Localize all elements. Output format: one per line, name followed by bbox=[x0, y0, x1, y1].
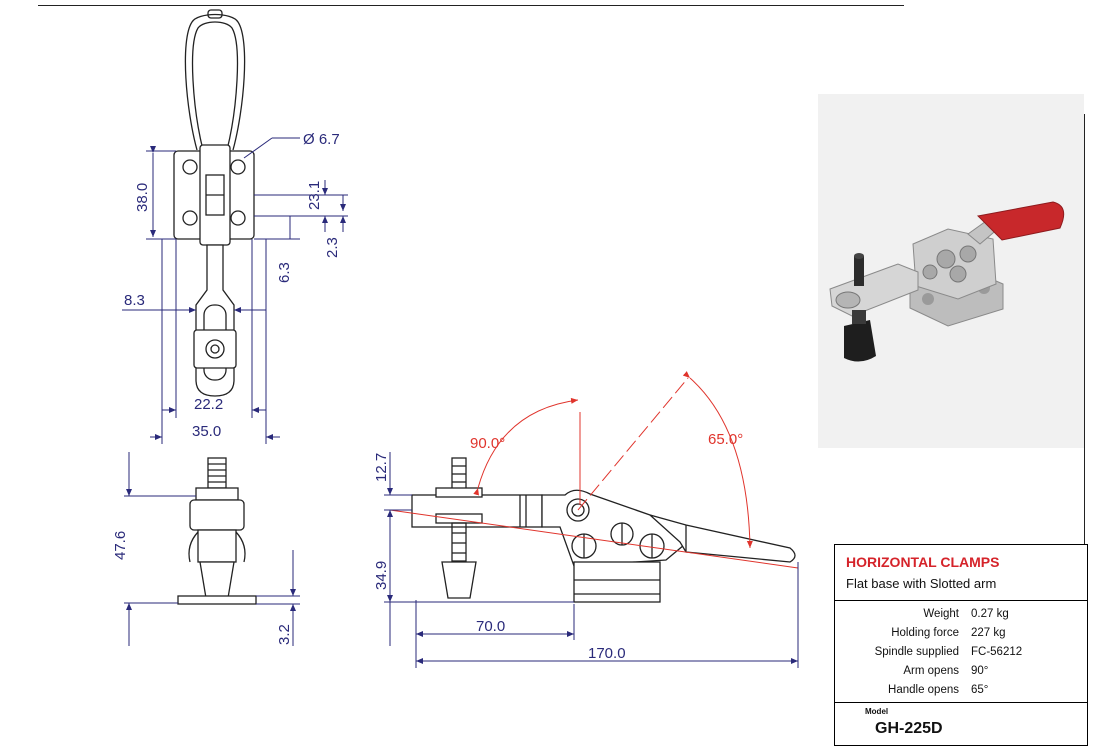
angle-handle: 65.0° bbox=[708, 431, 743, 448]
spec-value: 90° bbox=[971, 665, 989, 677]
side-view: 90.0° 65.0° 12.7 34.9 70.0 170.0 bbox=[373, 371, 799, 668]
spec-label: Holding force bbox=[891, 627, 959, 639]
spec-rows: Weight 0.27 kg Holding force 227 kg Spin… bbox=[835, 605, 1087, 700]
dim-hole-pitch: 23.1 bbox=[306, 181, 323, 210]
dim-slot-w: 2.3 bbox=[324, 237, 341, 258]
model-label: Model bbox=[865, 707, 889, 716]
dim-arm-w: 8.3 bbox=[124, 292, 145, 309]
spec-label: Arm opens bbox=[903, 665, 959, 677]
spindle-nut bbox=[193, 329, 237, 369]
dim-total-h: 47.6 bbox=[112, 531, 129, 560]
spec-title: HORIZONTAL CLAMPS bbox=[846, 554, 1000, 570]
spec-value: 0.27 kg bbox=[971, 608, 1009, 620]
dim-base-len: 38.0 bbox=[134, 183, 151, 212]
mount-hole bbox=[230, 159, 246, 175]
spec-subtitle: Flat base with Slotted arm bbox=[846, 576, 997, 591]
spec-row-arm-opens: Arm opens 90° bbox=[835, 662, 1087, 681]
mount-hole bbox=[182, 159, 198, 175]
product-photo bbox=[818, 94, 1084, 448]
dim-base-t: 3.2 bbox=[276, 624, 293, 645]
spindle-tip bbox=[441, 561, 477, 599]
spindle-thread bbox=[207, 457, 227, 489]
dim-offset: 6.3 bbox=[276, 262, 293, 283]
border-top-line bbox=[38, 5, 904, 6]
spec-row-spindle: Spindle supplied FC-56212 bbox=[835, 643, 1087, 662]
border-right-line bbox=[1084, 114, 1085, 744]
spec-value: 65° bbox=[971, 684, 989, 696]
handle-loop bbox=[184, 13, 246, 151]
spec-divider bbox=[835, 702, 1087, 703]
spec-label: Weight bbox=[923, 608, 959, 620]
spec-row-weight: Weight 0.27 kg bbox=[835, 605, 1087, 624]
end-view: 47.6 3.2 bbox=[112, 452, 300, 646]
spec-value: FC-56212 bbox=[971, 646, 1023, 658]
dim-spindle-h: 34.9 bbox=[373, 561, 390, 590]
side-base bbox=[573, 561, 661, 603]
end-base bbox=[177, 595, 257, 605]
spec-label: Handle opens bbox=[888, 684, 959, 696]
dim-overall: 170.0 bbox=[588, 645, 626, 662]
spindle-tip bbox=[199, 561, 235, 599]
mount-hole bbox=[182, 210, 198, 226]
mount-hole bbox=[230, 210, 246, 226]
dim-hole-dia: Ø 6.7 bbox=[303, 131, 340, 148]
spec-divider bbox=[835, 600, 1087, 601]
spec-row-holding-force: Holding force 227 kg bbox=[835, 624, 1087, 643]
slotted-arm bbox=[195, 244, 235, 397]
spec-panel: HORIZONTAL CLAMPS Flat base with Slotted… bbox=[834, 544, 1088, 746]
clamp-illustration bbox=[818, 94, 1084, 448]
top-view: Ø 6.7 38.0 23.1 2.3 6.3 8.3 22.2 bbox=[122, 9, 348, 444]
angle-arm: 90.0° bbox=[470, 435, 505, 452]
spec-label: Spindle supplied bbox=[874, 646, 959, 658]
spec-row-handle-opens: Handle opens 65° bbox=[835, 681, 1087, 700]
dim-thread-h: 12.7 bbox=[373, 453, 390, 482]
dim-outer-w: 35.0 bbox=[192, 423, 221, 440]
dim-inner-w: 22.2 bbox=[194, 396, 223, 413]
spec-value: 227 kg bbox=[971, 627, 1006, 639]
dim-reach: 70.0 bbox=[476, 618, 505, 635]
model-number: GH-225D bbox=[875, 720, 943, 737]
